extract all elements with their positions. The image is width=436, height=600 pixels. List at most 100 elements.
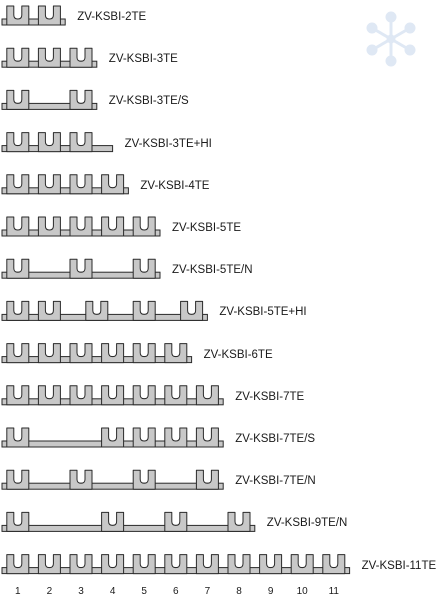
module-number-11: 11 — [328, 585, 339, 597]
busbar-fork — [195, 554, 219, 575]
busbar-fork — [101, 216, 125, 237]
busbar-fork — [101, 385, 125, 406]
busbar-6 — [1, 216, 161, 237]
busbar-fork — [69, 258, 93, 279]
busbar-fork — [6, 89, 30, 110]
busbar-1 — [1, 5, 66, 26]
module-number-3: 3 — [78, 585, 84, 597]
busbar-fork — [164, 343, 188, 364]
busbar-fork — [6, 511, 30, 532]
busbar-base — [1, 482, 224, 490]
busbar-label: ZV-KSBI-5TE+HI — [219, 306, 307, 319]
busbar-fork — [227, 554, 251, 575]
busbar-3 — [1, 89, 98, 110]
module-number-10: 10 — [296, 585, 308, 597]
busbar-fork — [6, 343, 30, 364]
busbar-fork — [6, 174, 30, 195]
busbar-2 — [1, 47, 98, 68]
module-number-2: 2 — [46, 585, 53, 597]
busbar-8 — [1, 300, 208, 321]
busbar-fork — [6, 469, 30, 490]
busbar-fork — [195, 427, 219, 448]
busbar-label: ZV-KSBI-3TE — [108, 53, 178, 66]
module-number-8: 8 — [236, 585, 242, 597]
busbar-9 — [1, 343, 193, 364]
busbar-fork — [101, 343, 125, 364]
busbar-fork — [195, 385, 219, 406]
busbar-fork — [6, 385, 30, 406]
busbar-fork — [37, 216, 61, 237]
busbar-fork — [6, 554, 30, 575]
busbar-base — [1, 102, 98, 110]
busbar-fork — [69, 343, 93, 364]
busbar-label: ZV-KSBI-3TE/S — [108, 95, 189, 108]
busbar-fork — [164, 554, 188, 575]
busbar-fork — [101, 554, 125, 575]
busbar-fork — [101, 427, 125, 448]
busbar-fork — [6, 47, 30, 68]
busbar-fork — [6, 132, 30, 153]
busbar-fork — [69, 132, 93, 153]
busbar-fork — [37, 343, 61, 364]
busbar-14 — [1, 554, 351, 575]
busbar-fork — [37, 5, 61, 26]
busbar-fork — [37, 174, 61, 195]
busbar-base — [1, 18, 66, 26]
busbar-fork — [132, 385, 156, 406]
busbar-fork — [322, 554, 346, 575]
busbar-label: ZV-KSBI-7TE — [235, 390, 305, 403]
busbar-fork — [132, 216, 156, 237]
busbar-fork — [164, 511, 188, 532]
busbar-label: ZV-KSBI-5TE/N — [172, 264, 253, 277]
busbar-fork — [195, 469, 219, 490]
busbar-fork — [132, 427, 156, 448]
busbar-fork — [227, 511, 251, 532]
busbar-fork — [6, 216, 30, 237]
busbar-fork — [69, 174, 93, 195]
busbar-fork — [132, 554, 156, 575]
busbar-13 — [1, 511, 256, 532]
busbar-fork — [164, 427, 188, 448]
busbar-fork — [259, 554, 283, 575]
module-number-1: 1 — [15, 585, 21, 597]
busbar-label: ZV-KSBI-7TE/S — [235, 433, 316, 445]
busbar-label: ZV-KSBI-5TE — [172, 222, 242, 234]
module-number-9: 9 — [267, 585, 274, 597]
busbar-fork — [132, 469, 156, 490]
busbar-7 — [1, 258, 161, 279]
busbar-fork — [69, 47, 93, 68]
busbar-12 — [1, 469, 224, 490]
module-number-7: 7 — [204, 585, 211, 597]
busbar-fork — [101, 174, 125, 195]
busbar-fork — [6, 258, 30, 279]
busbar-label: ZV-KSBI-2TE — [77, 11, 147, 23]
busbar-fork — [37, 300, 61, 321]
busbar-fork — [6, 427, 30, 448]
busbar-label: ZV-KSBI-9TE/N — [266, 517, 348, 530]
busbar-4 — [1, 132, 114, 153]
busbar-label: ZV-KSBI-11TE — [361, 559, 436, 572]
busbar-fork — [290, 554, 314, 575]
busbar-fork — [37, 132, 61, 153]
busbar-fork — [101, 511, 125, 532]
busbar-11 — [1, 427, 224, 448]
busbar-fork — [6, 300, 30, 321]
busbar-fork — [69, 89, 93, 110]
busbar-fork — [180, 300, 204, 321]
busbar-10 — [1, 385, 224, 406]
busbar-fork — [69, 385, 93, 406]
busbar-fork — [132, 258, 156, 279]
busbar-fork — [37, 554, 61, 575]
module-number-6: 6 — [173, 585, 179, 597]
busbar-fork — [132, 300, 156, 321]
busbar-fork — [85, 300, 109, 321]
busbar-label: ZV-KSBI-6TE — [203, 348, 273, 361]
busbar-base — [1, 524, 256, 532]
busbar-base — [1, 187, 129, 195]
busbar-fork — [164, 385, 188, 406]
snowflake-dots-logo-icon — [366, 11, 416, 67]
busbar-fork — [6, 5, 30, 26]
busbar-label: ZV-KSBI-3TE+HI — [124, 137, 212, 150]
